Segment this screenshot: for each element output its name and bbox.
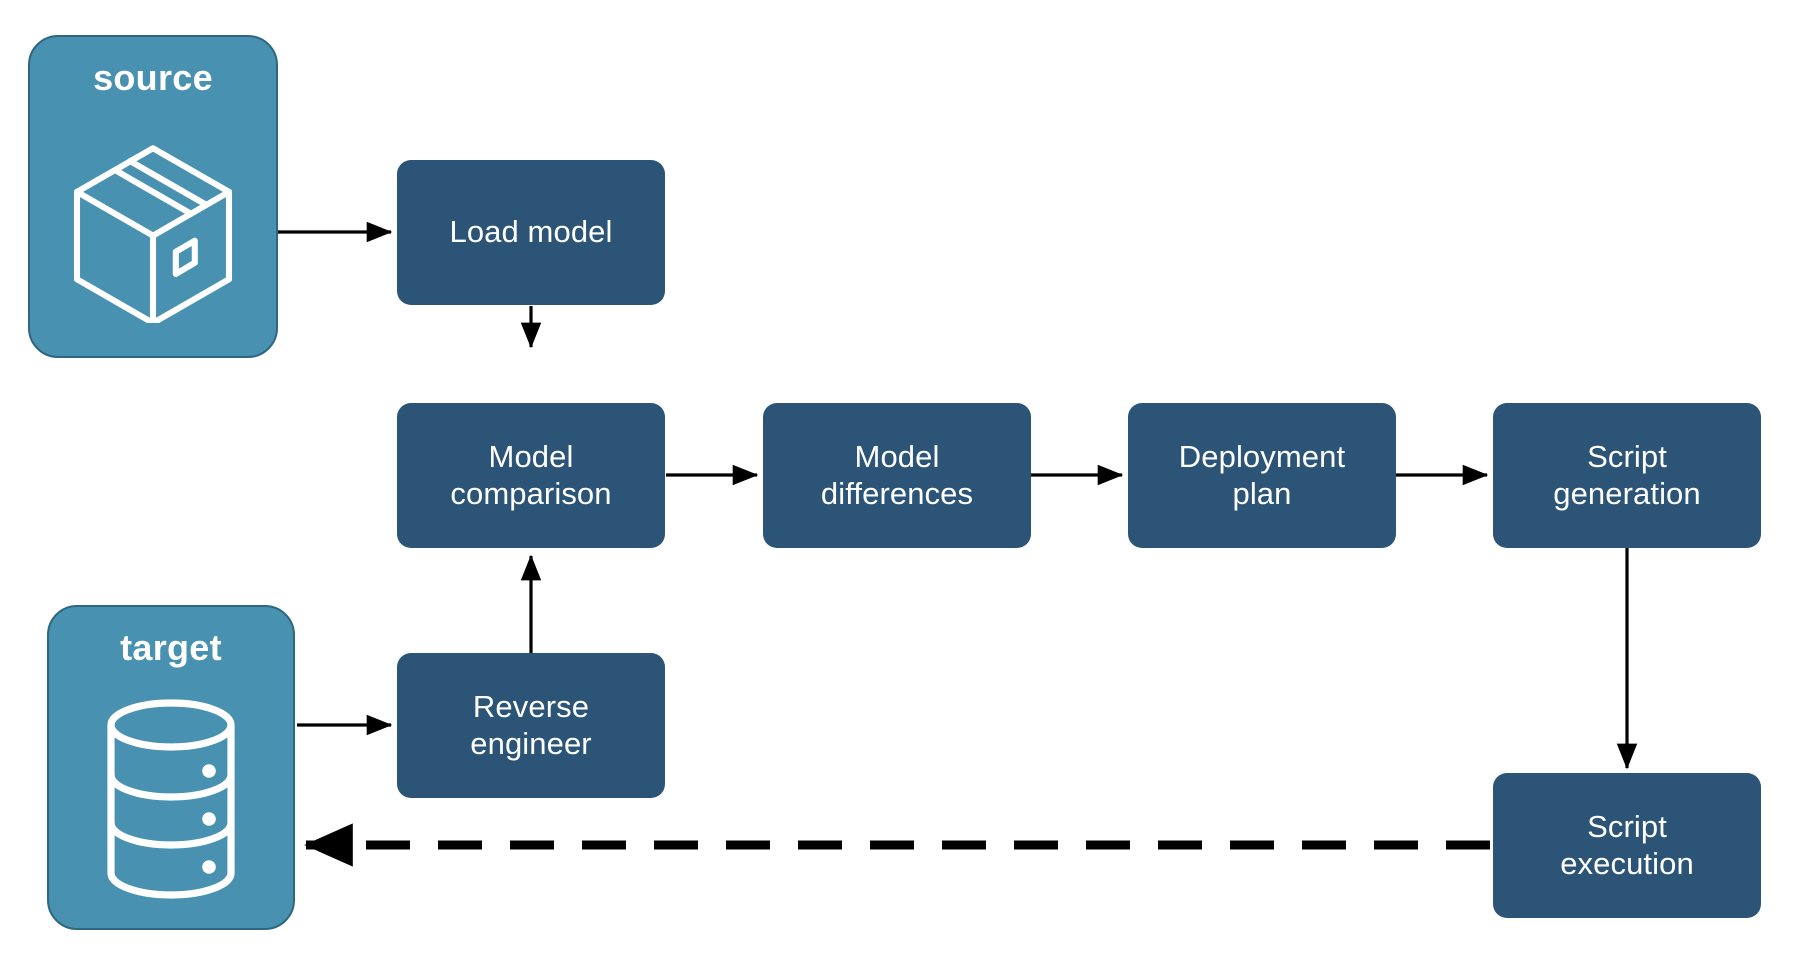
node-reverse-engineer[interactable]: Reverse engineer	[397, 653, 665, 798]
node-script-execution[interactable]: Script execution	[1493, 773, 1761, 918]
node-model-differences[interactable]: Model differences	[763, 403, 1031, 548]
node-target[interactable]: target	[47, 605, 295, 930]
node-model-differences-label: Model differences	[820, 439, 974, 511]
node-script-generation-label: Script generation	[1553, 439, 1701, 511]
node-source-label: source	[93, 57, 213, 98]
node-deployment-plan-label: Deployment plan	[1178, 439, 1346, 511]
database-cylinder-icon	[49, 669, 293, 928]
node-source[interactable]: source	[28, 35, 278, 358]
package-box-icon	[30, 99, 276, 356]
node-deployment-plan[interactable]: Deployment plan	[1128, 403, 1396, 548]
node-target-label: target	[120, 627, 222, 668]
node-reverse-engineer-label: Reverse engineer	[470, 689, 592, 761]
node-model-comparison-label: Model comparison	[450, 439, 612, 511]
node-script-generation[interactable]: Script generation	[1493, 403, 1761, 548]
node-model-comparison[interactable]: Model comparison	[397, 403, 665, 548]
node-script-execution-label: Script execution	[1560, 809, 1694, 881]
node-load-model-label: Load model	[449, 214, 613, 250]
node-load-model[interactable]: Load model	[397, 160, 665, 305]
